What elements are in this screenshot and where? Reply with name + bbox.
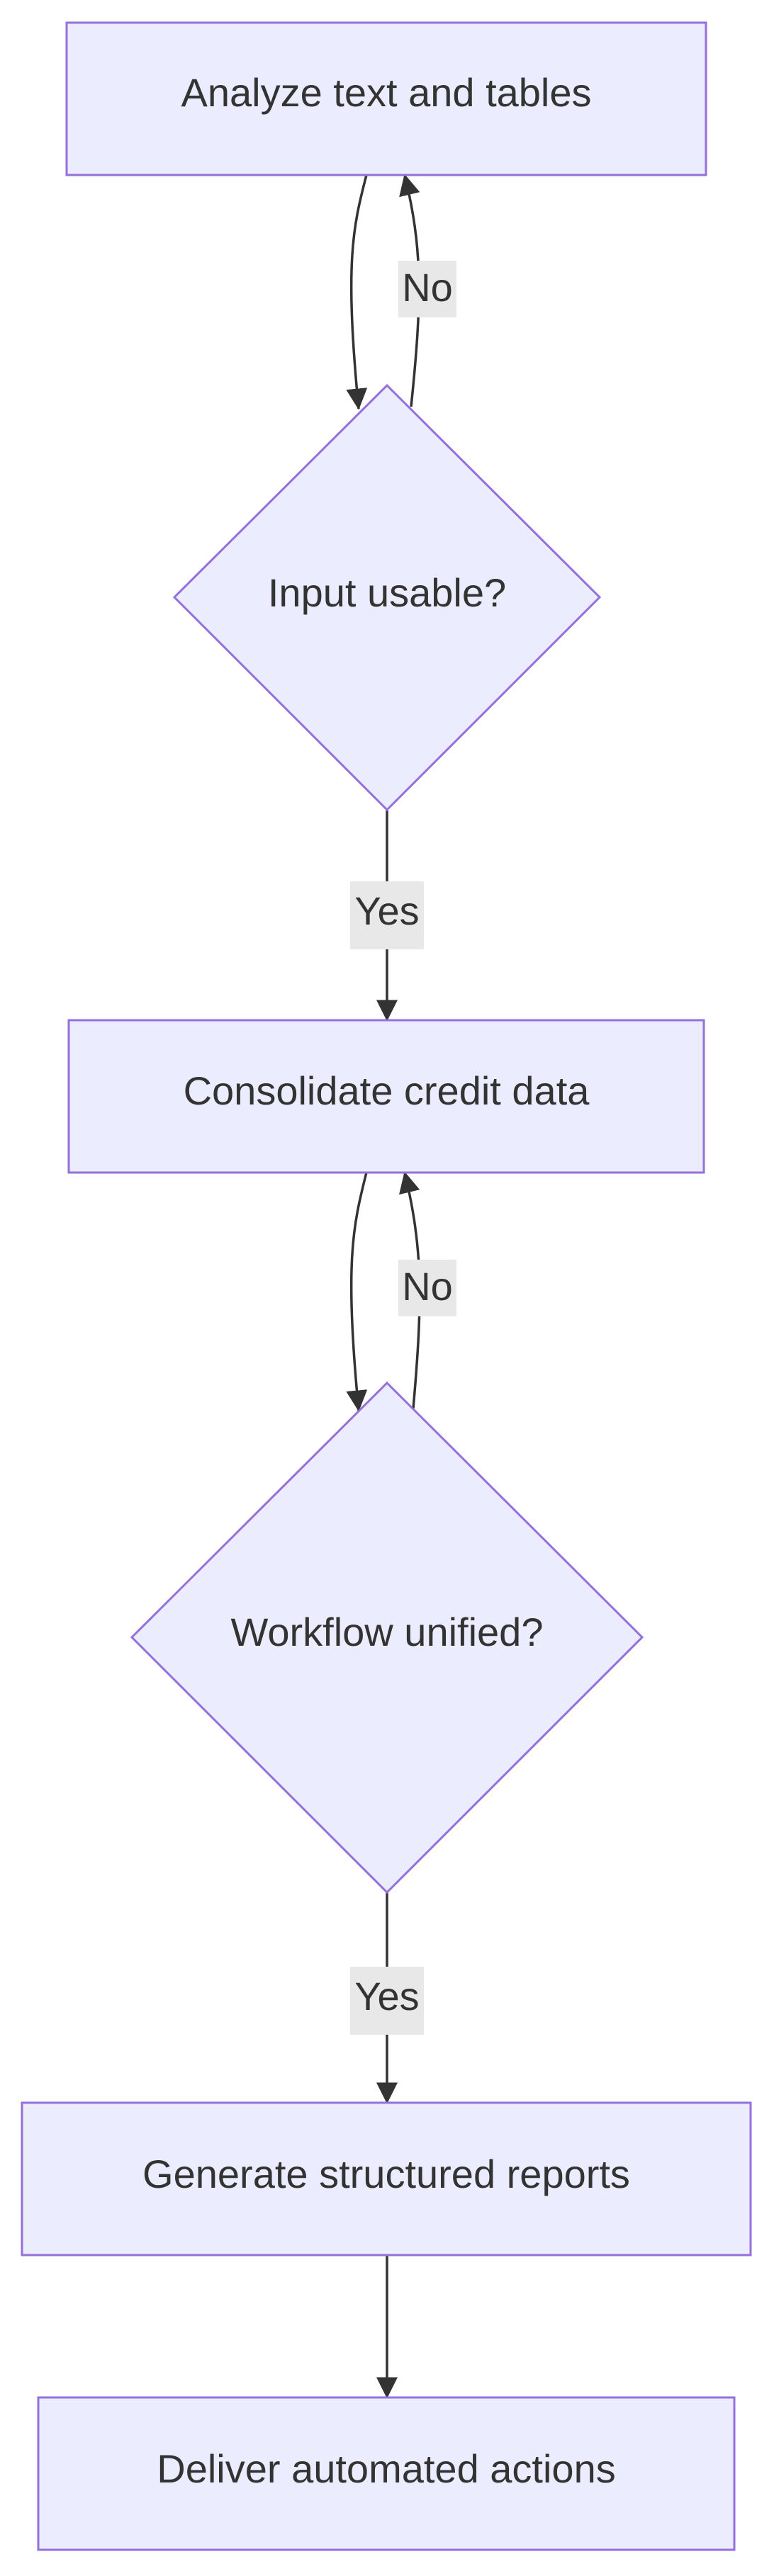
edge-analyze-to-input-check xyxy=(346,174,368,410)
node-workflow-check: Workflow unified? xyxy=(130,1381,644,1894)
node-deliver: Deliver automated actions xyxy=(37,2396,736,2551)
node-consolidate: Consolidate credit data xyxy=(67,1019,705,1174)
edge-label-input-no-text: No xyxy=(402,265,453,310)
node-workflow-check-label: Workflow unified? xyxy=(231,1610,544,1654)
node-generate-label: Generate structured reports xyxy=(142,2152,630,2196)
edge-label-workflow-yes: Yes xyxy=(350,1967,424,2035)
edge-label-input-yes: Yes xyxy=(350,881,424,949)
edge-label-input-no: No xyxy=(398,261,456,317)
edge-label-input-yes-text: Yes xyxy=(354,888,419,933)
node-deliver-label: Deliver automated actions xyxy=(157,2446,615,2491)
edge-label-workflow-yes-text: Yes xyxy=(354,1974,419,2018)
edge-consolidate-to-workflow-check xyxy=(346,1172,368,1412)
node-analyze-label: Analyze text and tables xyxy=(181,70,591,115)
node-input-check: Input usable? xyxy=(172,383,602,812)
node-consolidate-label: Consolidate credit data xyxy=(184,1068,590,1113)
node-analyze: Analyze text and tables xyxy=(65,21,707,176)
node-input-check-label: Input usable? xyxy=(268,570,506,615)
edge-label-workflow-no: No xyxy=(398,1260,456,1316)
edge-label-workflow-no-text: No xyxy=(402,1264,453,1309)
node-generate: Generate structured reports xyxy=(21,2101,752,2256)
